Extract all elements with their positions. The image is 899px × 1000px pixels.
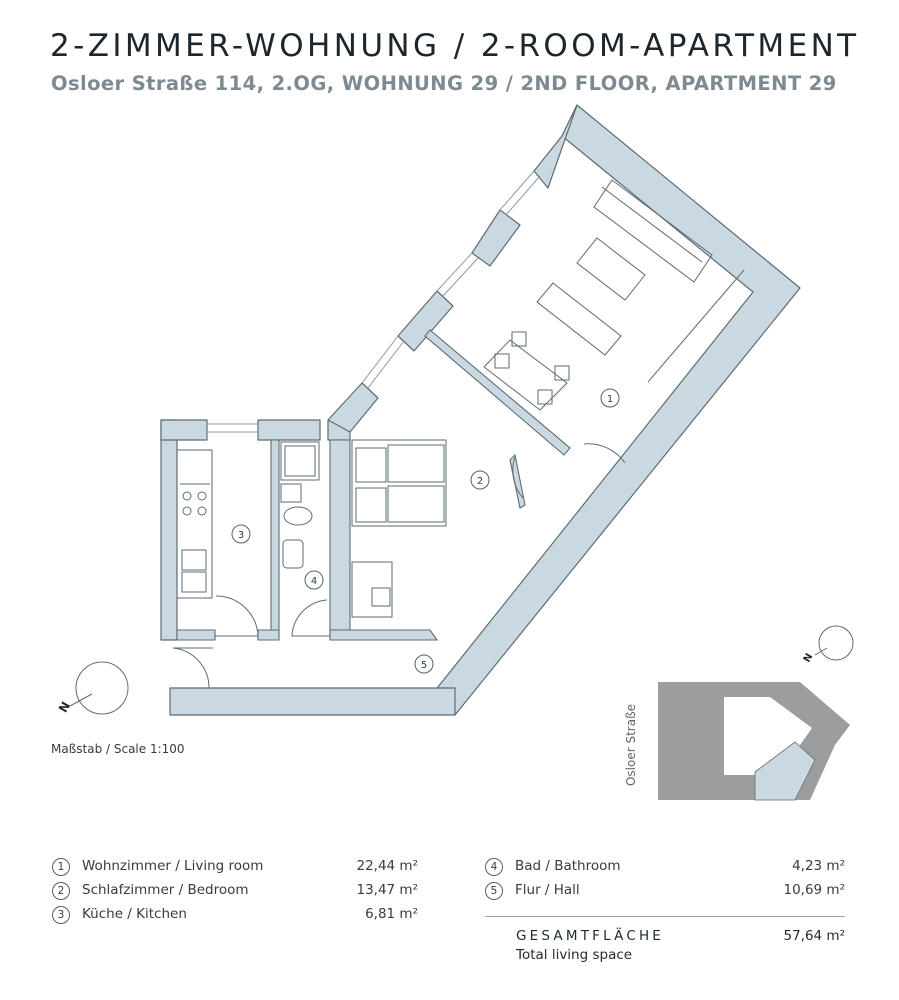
north-wall-mid bbox=[257, 419, 321, 441]
bottom-wall-right bbox=[329, 629, 439, 641]
interior-walls bbox=[176, 329, 571, 641]
legend-number: 4 bbox=[485, 858, 503, 876]
bedroom-wall-lower bbox=[509, 453, 526, 509]
legend-label: Küche / Kitchen bbox=[82, 906, 187, 922]
scale-label: Maßstab / Scale 1:100 bbox=[51, 742, 185, 756]
legend-number: 2 bbox=[52, 882, 70, 900]
north-wall-west bbox=[160, 419, 208, 441]
compass-right-north: N bbox=[802, 652, 816, 665]
room-marker-1-text: 1 bbox=[607, 394, 613, 405]
legend-row-bedroom: 2 Schlafzimmer / Bedroom 13,47 m² bbox=[52, 882, 418, 902]
site-map-street-label: Osloer Straße bbox=[624, 703, 639, 787]
bathroom-furniture bbox=[280, 441, 320, 569]
legend-label: Wohnzimmer / Living room bbox=[82, 858, 264, 874]
legend-label: Flur / Hall bbox=[515, 882, 580, 898]
legend-number: 5 bbox=[485, 882, 503, 900]
diag-wall-2 bbox=[397, 290, 454, 352]
windows bbox=[207, 170, 541, 433]
room-marker-3-text: 3 bbox=[238, 530, 244, 541]
diag-wall-3 bbox=[471, 209, 521, 267]
legend-number: 3 bbox=[52, 906, 70, 924]
room-markers: 1 2 3 4 5 bbox=[231, 388, 620, 674]
room-marker-5: 5 bbox=[414, 654, 434, 674]
entry-door bbox=[172, 647, 213, 689]
exterior-walls bbox=[160, 104, 801, 716]
west-wall bbox=[160, 419, 178, 641]
room-marker-3: 3 bbox=[231, 524, 251, 544]
legend-area: 22,44 m² bbox=[356, 858, 418, 874]
legend-row-living: 1 Wohnzimmer / Living room 22,44 m² bbox=[52, 858, 418, 878]
bedroom-door bbox=[512, 456, 524, 499]
bath-bed-wall bbox=[329, 439, 351, 636]
living-furniture bbox=[483, 179, 745, 411]
room-marker-4-text: 4 bbox=[311, 576, 317, 587]
room-marker-2: 2 bbox=[470, 470, 490, 490]
legend-area: 4,23 m² bbox=[792, 858, 845, 874]
diag-wall-4 bbox=[533, 104, 578, 189]
total-divider bbox=[485, 916, 845, 917]
bedroom-furniture bbox=[351, 439, 447, 618]
compass-left-north: N bbox=[56, 699, 73, 715]
living-door bbox=[583, 443, 626, 464]
legend-label: Bad / Bathroom bbox=[515, 858, 621, 874]
page-title: 2-ZIMMER-WOHNUNG / 2-ROOM-APARTMENT bbox=[50, 28, 860, 64]
legend-area: 10,69 m² bbox=[783, 882, 845, 898]
page-subtitle: Osloer Straße 114, 2.OG, WOHNUNG 29 / 2N… bbox=[51, 72, 837, 95]
legend-row-hall: 5 Flur / Hall 10,69 m² bbox=[485, 882, 845, 902]
legend-number: 1 bbox=[52, 858, 70, 876]
doors bbox=[172, 443, 626, 689]
bottom-wall-left bbox=[176, 629, 216, 641]
kitchen-door bbox=[215, 595, 259, 637]
room-marker-1: 1 bbox=[600, 388, 620, 408]
kitchen-bath-wall bbox=[270, 439, 280, 636]
legend-area: 6,81 m² bbox=[365, 906, 418, 922]
site-map bbox=[658, 682, 850, 801]
room-marker-5-text: 5 bbox=[421, 660, 427, 671]
compass-left: N bbox=[56, 661, 129, 715]
south-wall bbox=[169, 687, 456, 716]
room-marker-4: 4 bbox=[304, 570, 324, 590]
total-area: 57,64 m² bbox=[783, 928, 845, 944]
legend-area: 13,47 m² bbox=[356, 882, 418, 898]
bottom-wall-mid bbox=[257, 629, 280, 641]
kitchen-furniture bbox=[176, 449, 213, 599]
bath-door bbox=[291, 599, 330, 637]
room-marker-2-text: 2 bbox=[477, 476, 483, 487]
diag-wall-1 bbox=[327, 382, 379, 433]
legend-label: Schlafzimmer / Bedroom bbox=[82, 882, 249, 898]
courtyard bbox=[724, 697, 812, 775]
compass-right: N bbox=[802, 625, 854, 665]
bedroom-wall bbox=[424, 329, 571, 456]
total-sublabel: Total living space bbox=[516, 947, 633, 963]
legend-row-kitchen: 3 Küche / Kitchen 6,81 m² bbox=[52, 906, 418, 926]
total-label: GESAMTFLÄCHE bbox=[516, 928, 665, 944]
legend-row-bathroom: 4 Bad / Bathroom 4,23 m² bbox=[485, 858, 845, 878]
apartment-highlight bbox=[754, 741, 816, 801]
